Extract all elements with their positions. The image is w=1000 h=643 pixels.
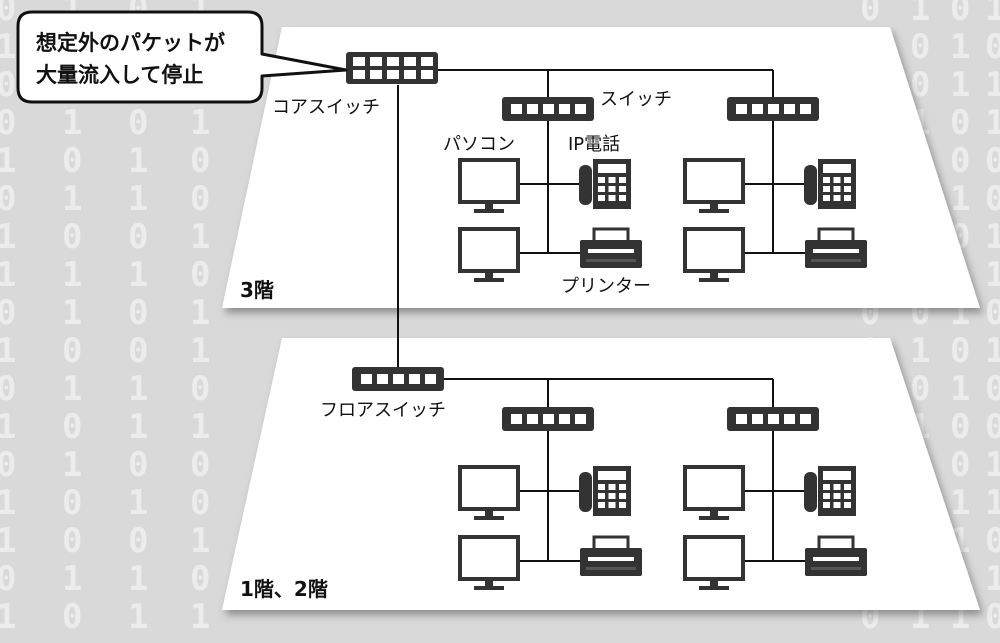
floor-switch (352, 367, 444, 391)
floor-3-label: 3階 (240, 278, 274, 302)
core-switch (346, 52, 438, 84)
access-switch (727, 407, 819, 431)
binary-column: 1 0 1 1 0 0 1 1 0 1 0 0 1 1 0 1 0 (985, 0, 1000, 637)
ip-phone-label: IP電話 (568, 134, 620, 155)
access-switch (502, 97, 594, 121)
floor-1-2-label: 1階、2階 (240, 577, 328, 601)
ip-phone-icon (579, 466, 631, 516)
core-switch-label: コアスイッチ (272, 97, 380, 118)
access-switch (502, 407, 594, 431)
access-switch (727, 97, 819, 121)
ip-phone-icon (804, 466, 856, 516)
callout-line-2: 大量流入して停止 (36, 63, 203, 87)
alert-callout: 想定外のパケットが 大量流入して停止 (16, 10, 348, 104)
ip-phone-icon (579, 159, 631, 209)
callout-line-1: 想定外のパケットが (36, 31, 225, 55)
pc-label: パソコン (443, 134, 515, 155)
printer-label: プリンター (561, 276, 651, 297)
binary-column: 0 1 0 0 1 0 1 1 0 1 0 1 0 1 1 0 1 (0, 0, 17, 637)
ip-phone-icon (804, 159, 856, 209)
switch-label: スイッチ (600, 89, 672, 110)
floor-switch-label: フロアスイッチ (320, 400, 446, 421)
